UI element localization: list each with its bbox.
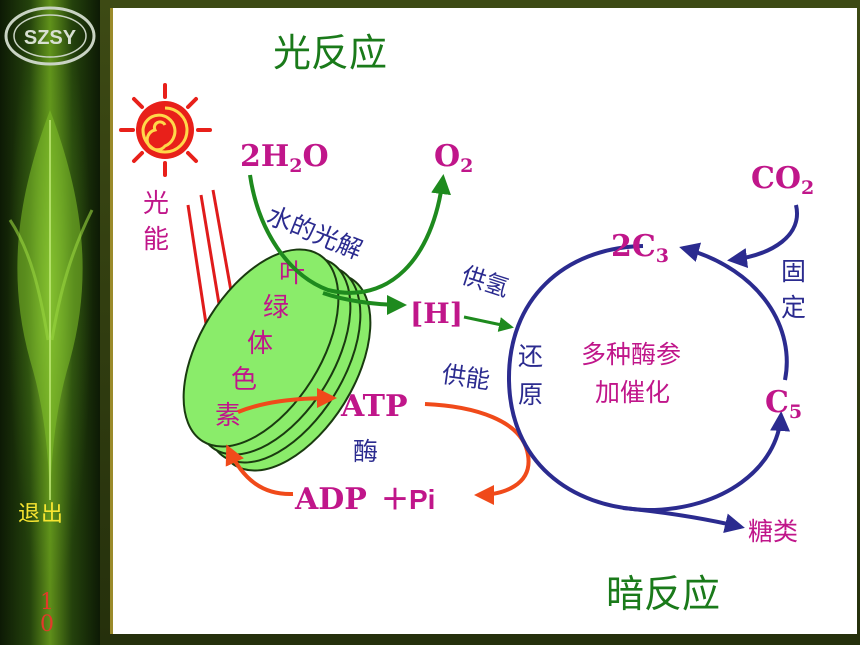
co2-fixation-arrow bbox=[727, 204, 800, 269]
leaf-decoration bbox=[8, 110, 94, 500]
reduction-label-1: 还 bbox=[518, 342, 543, 371]
oxygen-label: O2 bbox=[434, 139, 473, 177]
pi-label: ＋Pi bbox=[381, 484, 435, 515]
page-number-digit: 1 bbox=[40, 590, 54, 615]
supply-energy-label: 供能 bbox=[440, 360, 491, 394]
hydrogen-to-cycle-arrow bbox=[463, 315, 514, 332]
photosynthesis-diagram: 光反应 暗反应 光 能 叶 绿 体 色 素 bbox=[119, 31, 814, 616]
page-number-digit-cut: 0 bbox=[40, 614, 54, 636]
pigment-char-2: 绿 bbox=[263, 293, 289, 323]
pigment-char-5: 素 bbox=[215, 401, 241, 431]
adp-to-chloroplast-arrow bbox=[225, 444, 294, 497]
hydrogen-label: [H] bbox=[410, 297, 463, 330]
exit-button[interactable]: 退出 bbox=[18, 502, 65, 527]
logo-text: SZSY bbox=[24, 27, 77, 49]
enzymes-note-2: 加催化 bbox=[595, 378, 670, 407]
water-label: 2H2O bbox=[240, 139, 329, 177]
supply-hydrogen-label: 供氢 bbox=[458, 261, 512, 302]
to-sugar-arrow bbox=[622, 506, 745, 534]
c5-to-c3-arrow bbox=[679, 242, 789, 381]
fixation-label-2: 定 bbox=[781, 293, 806, 322]
page-number: 1 0 bbox=[40, 590, 54, 636]
water-to-oxygen-arrow bbox=[248, 174, 451, 295]
c5-label: C5 bbox=[765, 385, 802, 423]
light-energy-label-1: 光 bbox=[143, 189, 169, 219]
pigment-char-4: 色 bbox=[231, 365, 257, 395]
c3-label: 2C3 bbox=[611, 229, 669, 267]
light-energy-label-2: 能 bbox=[143, 225, 169, 255]
title-light-reaction: 光反应 bbox=[273, 31, 387, 75]
sugar-label: 糖类 bbox=[748, 517, 798, 546]
sidebar: SZSY 退出 1 0 bbox=[0, 0, 100, 645]
sun-icon bbox=[119, 83, 212, 177]
adp-label: ADP bbox=[294, 482, 367, 517]
pigment-char-3: 体 bbox=[247, 329, 273, 359]
enzymes-note-1: 多种酶参 bbox=[581, 340, 681, 369]
chloroplast-stack bbox=[182, 248, 372, 472]
to-atp-arrow bbox=[237, 388, 337, 414]
slide-panel: 光反应 暗反应 光 能 叶 绿 体 色 素 bbox=[110, 8, 857, 634]
atp-to-adp-arrow bbox=[424, 402, 531, 505]
co2-label: CO2 bbox=[751, 161, 814, 199]
enzyme-label: 酶 bbox=[353, 437, 378, 466]
school-logo: SZSY bbox=[4, 6, 96, 66]
water-to-hydrogen-arrow bbox=[322, 291, 407, 315]
atp-label: ATP bbox=[340, 389, 408, 424]
title-dark-reaction: 暗反应 bbox=[606, 572, 720, 616]
fixation-label-1: 固 bbox=[781, 257, 806, 286]
calvin-cycle-main-arrow bbox=[506, 244, 791, 513]
reduction-label-2: 原 bbox=[518, 380, 543, 409]
